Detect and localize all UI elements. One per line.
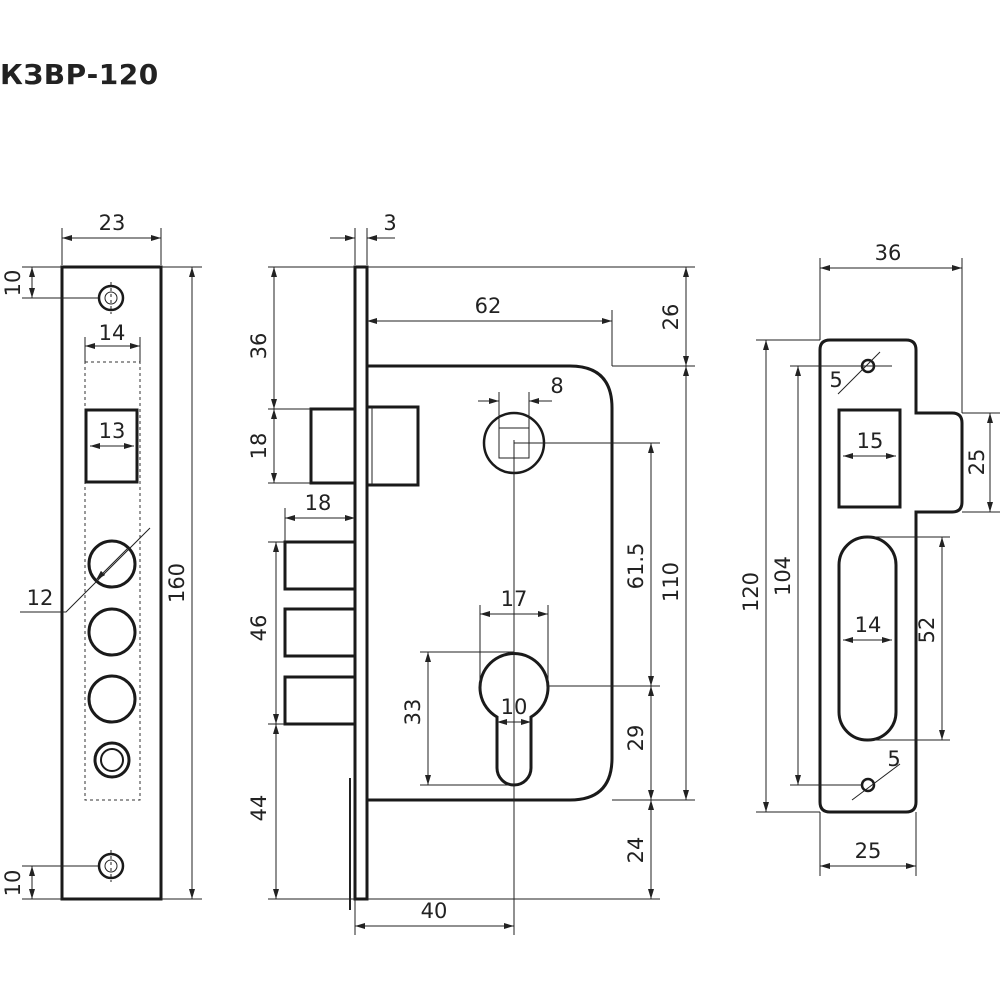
dim-bolt-projection: 18: [305, 491, 332, 515]
dim-bottom-span: 44: [247, 795, 271, 822]
faceplate-bottom-screw-hole: [97, 850, 125, 882]
faceplate-latch-window: [84, 408, 139, 484]
lock-front-plate: [353, 265, 369, 901]
dim-cylinder-to-bottom: 29: [624, 725, 648, 752]
dim-strike-width: 36: [875, 241, 902, 265]
lock-body-view: 3 36 18 18 46 44 40 62 26: [247, 211, 695, 935]
lock-case: [367, 364, 614, 802]
dim-top-to-body: 26: [659, 304, 683, 331]
dim-strike-slot-width: 14: [855, 613, 882, 637]
dim-strike-tab-height: 25: [965, 449, 989, 476]
dim-faceplate-square: 13: [99, 419, 126, 443]
dim-strike-height: 120: [739, 572, 763, 612]
dim-cylinder-neck: 10: [501, 695, 528, 719]
drawing-title: КЗВР-120: [0, 58, 159, 91]
latch-bolt: [309, 407, 357, 485]
strike-latch-window: [837, 408, 902, 509]
dim-spindle-square: 8: [550, 374, 563, 398]
dim-faceplate-height: 160: [165, 563, 189, 603]
dim-strike-top-screw: 5: [829, 368, 842, 392]
faceplate-bolt-hole-2: [87, 607, 137, 657]
dim-cylinder-height: 33: [401, 699, 425, 726]
faceplate-view: 23 10 14 13 12 160 10: [1, 211, 202, 901]
dim-deadbolt-span: 46: [247, 615, 271, 642]
strike-plate-outline: [818, 338, 964, 814]
dim-faceplate-bottom-offset: 10: [1, 870, 25, 897]
dim-top-to-latch: 36: [247, 333, 271, 360]
dim-bottom-to-plate: 24: [624, 837, 648, 864]
dim-plate-thickness: 3: [383, 211, 396, 235]
strike-bolt-slot: [837, 535, 898, 742]
faceplate-follower-hole: [93, 741, 131, 779]
faceplate-outline: [60, 265, 163, 901]
dim-strike-hole-pitch: 104: [771, 556, 795, 596]
dim-cylinder-width: 17: [501, 587, 528, 611]
dim-latch-height: 18: [247, 433, 271, 460]
deadbolt-2: [283, 607, 357, 658]
dim-strike-bottom-screw: 5: [887, 747, 900, 771]
dim-strike-bottom-width: 25: [855, 839, 882, 863]
dim-faceplate-width: 23: [99, 211, 126, 235]
faceplate-top-screw-hole: [97, 282, 125, 314]
dim-strike-slot-length: 52: [915, 617, 939, 644]
deadbolt-3: [283, 675, 357, 726]
dim-faceplate-top-offset: 10: [1, 270, 25, 297]
dim-spindle-to-cylinder: 61.5: [624, 543, 648, 590]
dim-faceplate-cut-width: 14: [99, 321, 126, 345]
dim-backset: 40: [421, 899, 448, 923]
faceplate-bolt-hole-1: [87, 539, 137, 589]
deadbolt-1: [283, 540, 357, 591]
dim-faceplate-hole-diameter: 12: [27, 586, 54, 610]
dim-strike-latch-window: 15: [857, 429, 884, 453]
dim-case-depth: 62: [475, 294, 502, 318]
strike-plate-view: 36 5 15 25 120 104 14 52 5: [739, 241, 1000, 876]
dim-body-height: 110: [659, 562, 683, 602]
latch-tail: [365, 405, 420, 487]
faceplate-bolt-hole-3: [87, 674, 137, 724]
